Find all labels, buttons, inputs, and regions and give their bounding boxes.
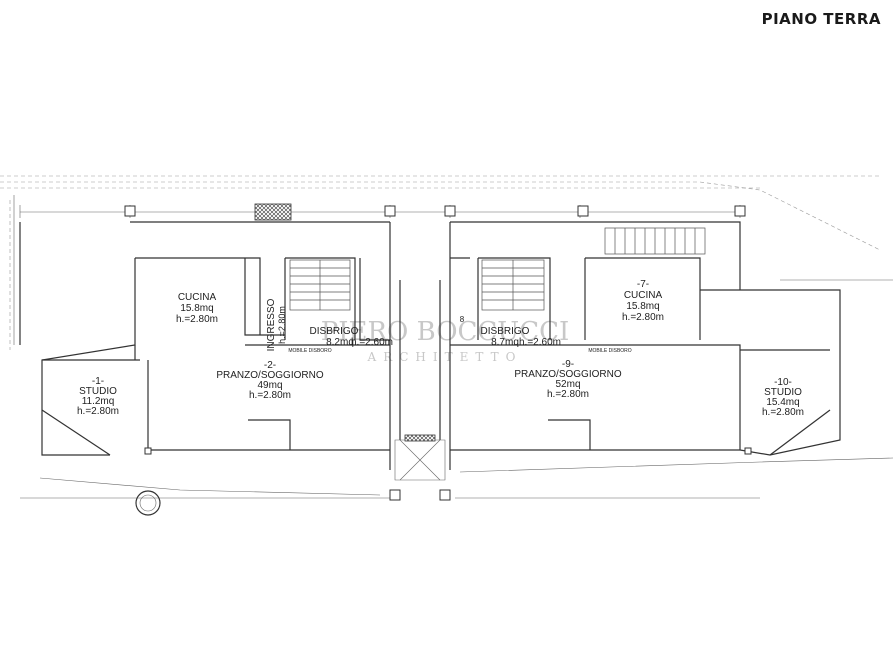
watermark-subtitle: ARCHITETTO bbox=[367, 350, 523, 364]
right-unit-walls bbox=[449, 221, 841, 470]
svg-text:15.8mq: 15.8mq bbox=[626, 301, 659, 312]
room-label-pranzo-left: -2- PRANZO/SOGGIORNO 49mq h.=2.80m bbox=[216, 360, 323, 401]
svg-text:h.=2.80m: h.=2.80m bbox=[277, 306, 287, 344]
room-label-disbrigo-left: DISBRIGO 8.2mq h.=2.60m bbox=[310, 326, 393, 348]
svg-text:h.=2.80m: h.=2.80m bbox=[77, 406, 119, 417]
svg-text:-7-: -7- bbox=[637, 279, 649, 290]
svg-text:15.4mq: 15.4mq bbox=[766, 397, 799, 408]
svg-text:h.=2.80m: h.=2.80m bbox=[622, 312, 664, 323]
note-mobile-right: MOBILE DISBORO bbox=[588, 348, 631, 354]
svg-text:8.7mq: 8.7mq bbox=[491, 337, 519, 348]
room-label-cucina-left: CUCINA 15.8mq h.=2.80m bbox=[176, 292, 218, 325]
svg-text:DISBRIGO: DISBRIGO bbox=[310, 326, 359, 337]
light-well bbox=[254, 203, 292, 221]
stairs-right bbox=[481, 259, 545, 311]
room-label-ingresso: INGRESSO h.=2.80m bbox=[266, 298, 287, 351]
svg-text:DISBRIGO: DISBRIGO bbox=[481, 326, 530, 337]
central-corridor bbox=[394, 280, 446, 481]
svg-text:-10-: -10- bbox=[774, 377, 792, 388]
svg-text:PRANZO/SOGGIORNO: PRANZO/SOGGIORNO bbox=[514, 369, 621, 380]
svg-text:h.=2.80m: h.=2.80m bbox=[249, 390, 291, 401]
svg-text:PRANZO/SOGGIORNO: PRANZO/SOGGIORNO bbox=[216, 370, 323, 381]
round-manhole bbox=[135, 490, 161, 516]
stairs-top-right bbox=[604, 227, 706, 255]
svg-text:h.=2.60m: h.=2.60m bbox=[351, 337, 393, 348]
svg-text:h.=2.80m: h.=2.80m bbox=[547, 389, 589, 400]
room-label-studio-right: -10- STUDIO 15.4mq h.=2.80m bbox=[762, 377, 804, 418]
room-label-cucina-right: -7- CUCINA 15.8mq h.=2.80m bbox=[622, 279, 664, 323]
svg-text:-9-: -9- bbox=[562, 359, 574, 370]
svg-text:52mq: 52mq bbox=[555, 379, 580, 390]
svg-text:h.=2.60m: h.=2.60m bbox=[519, 337, 561, 348]
room-label-disbrigo-right: 8 DISBRIGO 8.7mq h.=2.60m bbox=[460, 315, 561, 348]
svg-text:8: 8 bbox=[460, 315, 465, 324]
svg-text:CUCINA: CUCINA bbox=[624, 290, 663, 301]
left-unit-walls bbox=[19, 221, 391, 470]
watermark-logo: PIERO BOCCUCCI bbox=[321, 317, 570, 347]
note-mobile-left: MOBILE DISBORO bbox=[288, 348, 331, 354]
svg-text:11.2mq: 11.2mq bbox=[82, 396, 115, 407]
room-label-studio-left: -1- STUDIO 11.2mq h.=2.80m bbox=[77, 376, 119, 417]
site-boundary bbox=[0, 175, 893, 496]
svg-text:CUCINA: CUCINA bbox=[178, 292, 217, 303]
room-label-pranzo-right: -9- PRANZO/SOGGIORNO 52mq h.=2.80m bbox=[514, 359, 621, 400]
svg-text:8.2mq: 8.2mq bbox=[326, 337, 354, 348]
threshold bbox=[404, 434, 436, 442]
stairs-left bbox=[289, 259, 351, 311]
floor-title: PIANO TERRA bbox=[761, 10, 881, 28]
svg-text:-1-: -1- bbox=[92, 376, 104, 387]
svg-text:STUDIO: STUDIO bbox=[764, 387, 802, 398]
svg-text:h.=2.80m: h.=2.80m bbox=[176, 314, 218, 325]
pillars bbox=[124, 205, 752, 501]
svg-text:15.8mq: 15.8mq bbox=[180, 303, 213, 314]
svg-text:-2-: -2- bbox=[264, 360, 276, 371]
svg-text:49mq: 49mq bbox=[257, 380, 282, 391]
svg-text:h.=2.80m: h.=2.80m bbox=[762, 407, 804, 418]
svg-text:STUDIO: STUDIO bbox=[79, 386, 117, 397]
svg-text:INGRESSO: INGRESSO bbox=[266, 298, 277, 351]
